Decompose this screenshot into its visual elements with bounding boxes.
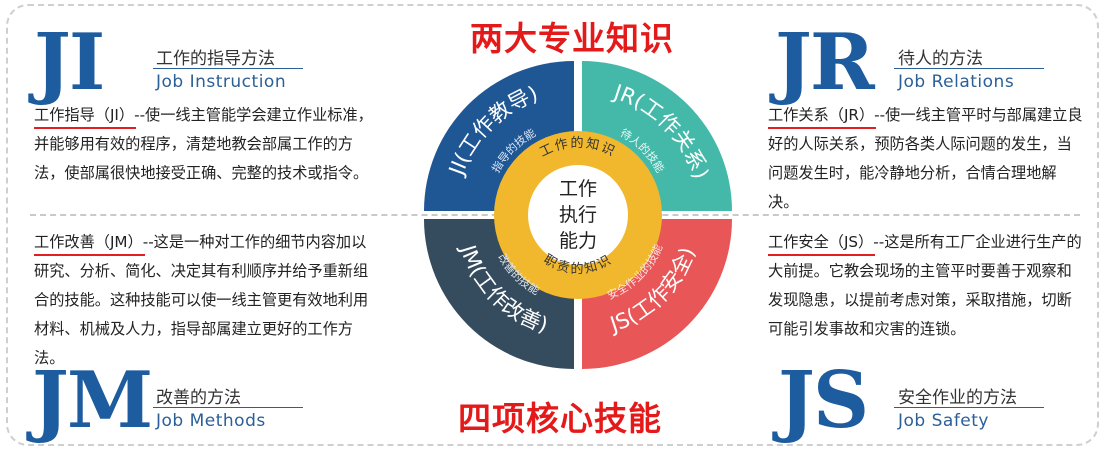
- jr-letters: JR: [775, 17, 875, 108]
- js-term: 工作安全（JS）: [768, 233, 874, 251]
- ji-letters: JI: [34, 17, 105, 108]
- ji-title-cn: 工作的指导方法: [156, 49, 275, 69]
- js-rule: [894, 407, 1044, 408]
- ji-term: 工作指导（JI）: [34, 106, 135, 124]
- jm-desc-text: --这是一种对工作的细节内容加以研究、分析、简化、决定其有利顺序并给予重新组合的…: [34, 233, 369, 367]
- js-letters: JS: [778, 355, 869, 446]
- jm-rule: [153, 407, 303, 408]
- heading-bottom: 四项核心技能: [458, 399, 662, 438]
- ji-desc-text: --使一线主管能学会建立作业标准，并能够用有效的程序，清楚地教会部属工作的方法，…: [34, 106, 373, 182]
- jr-desc-text: --使一线主管平时与部属建立良好的人际关系，预防各类人际问题的发生，当问题发生时…: [768, 106, 1083, 211]
- jr-term: 工作关系（JR）: [768, 106, 875, 124]
- jm-title-en: Job Methods: [156, 411, 266, 431]
- ji-rule: [153, 68, 303, 69]
- js-description: 工作安全（JS）--这是所有工厂企业进行生产的大前提。它教会现场的主管平时要善于…: [768, 228, 1086, 344]
- jm-title-cn: 改善的方法: [156, 388, 241, 408]
- jm-letters: JM: [32, 355, 153, 446]
- jm-description: 工作改善（JM）--这是一种对工作的细节内容加以研究、分析、简化、决定其有利顺序…: [34, 228, 379, 373]
- jr-title-en: Job Relations: [898, 72, 1015, 92]
- ji-title-en: Job Instruction: [156, 72, 287, 92]
- js-title-en: Job Safety: [898, 411, 989, 431]
- jr-rule: [894, 68, 1044, 69]
- center-line-1: 工作: [559, 178, 597, 200]
- js-desc-text: --这是所有工厂企业进行生产的大前提。它教会现场的主管平时要善于观察和发现隐患，…: [768, 233, 1082, 338]
- center-circle: [528, 165, 628, 265]
- js-title-cn: 安全作业的方法: [898, 388, 1017, 408]
- jm-term: 工作改善（JM）: [34, 233, 143, 251]
- center-line-3: 能力: [559, 230, 597, 252]
- jr-title-cn: 待人的方法: [898, 49, 983, 69]
- center-line-2: 执行: [559, 204, 597, 226]
- skills-wheel: JI(工作教导) 指导的技能 JR(工作关系) 待人的技能 JM(工作改善) 改…: [424, 61, 732, 369]
- jr-description: 工作关系（JR）--使一线主管平时与部属建立良好的人际关系，预防各类人际问题的发…: [768, 101, 1086, 217]
- heading-top: 两大专业知识: [470, 19, 674, 58]
- ji-description: 工作指导（JI）--使一线主管能学会建立作业标准，并能够用有效的程序，清楚地教会…: [34, 101, 379, 188]
